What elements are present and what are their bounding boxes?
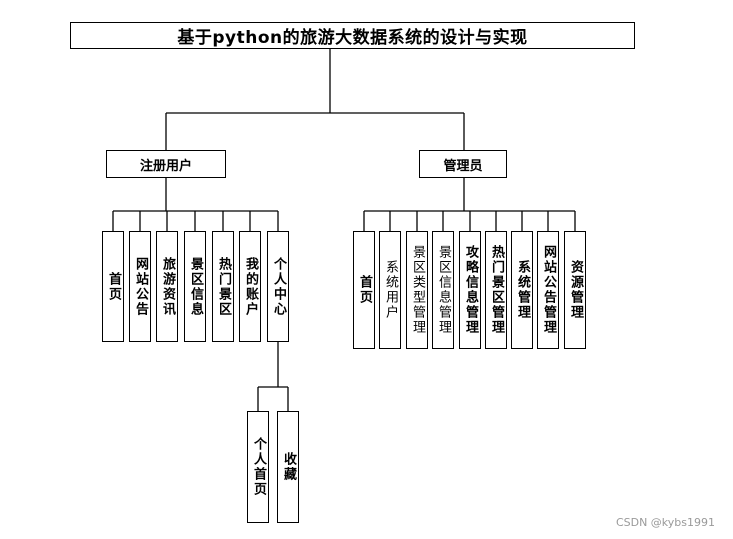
user-node-my-account: 我的账户	[239, 231, 261, 342]
admin-node-resource-mgmt: 资源管理	[564, 231, 586, 349]
group-admin: 管理员	[419, 150, 507, 178]
admin-node-announcement-mgmt: 网站公告管理	[537, 231, 559, 349]
admin-node-hot-scenic-mgmt: 热门景区管理	[485, 231, 507, 349]
group-registered-user: 注册用户	[106, 150, 226, 178]
user-node-announcement: 网站公告	[129, 231, 151, 342]
sub-node-personal-home: 个人首页	[247, 411, 269, 523]
user-node-travel-news: 旅游资讯	[156, 231, 178, 342]
sub-node-favorites: 收藏	[277, 411, 299, 523]
user-node-personal-center: 个人中心	[267, 231, 289, 342]
root-node: 基于python的旅游大数据系统的设计与实现	[70, 22, 635, 49]
admin-node-home: 首页	[353, 231, 375, 349]
user-node-home: 首页	[102, 231, 124, 342]
watermark-text: CSDN @kybs1991	[615, 516, 715, 529]
admin-node-scenic-info-mgmt: 景区信息管理	[432, 231, 454, 349]
admin-node-guide-info-mgmt: 攻略信息管理	[459, 231, 481, 349]
admin-node-system-mgmt: 系统管理	[511, 231, 533, 349]
user-node-scenic-info: 景区信息	[184, 231, 206, 342]
user-node-hot-scenic: 热门景区	[212, 231, 234, 342]
admin-node-scenic-type-mgmt: 景区类型管理	[406, 231, 428, 349]
admin-node-system-users: 系统用户	[379, 231, 401, 349]
